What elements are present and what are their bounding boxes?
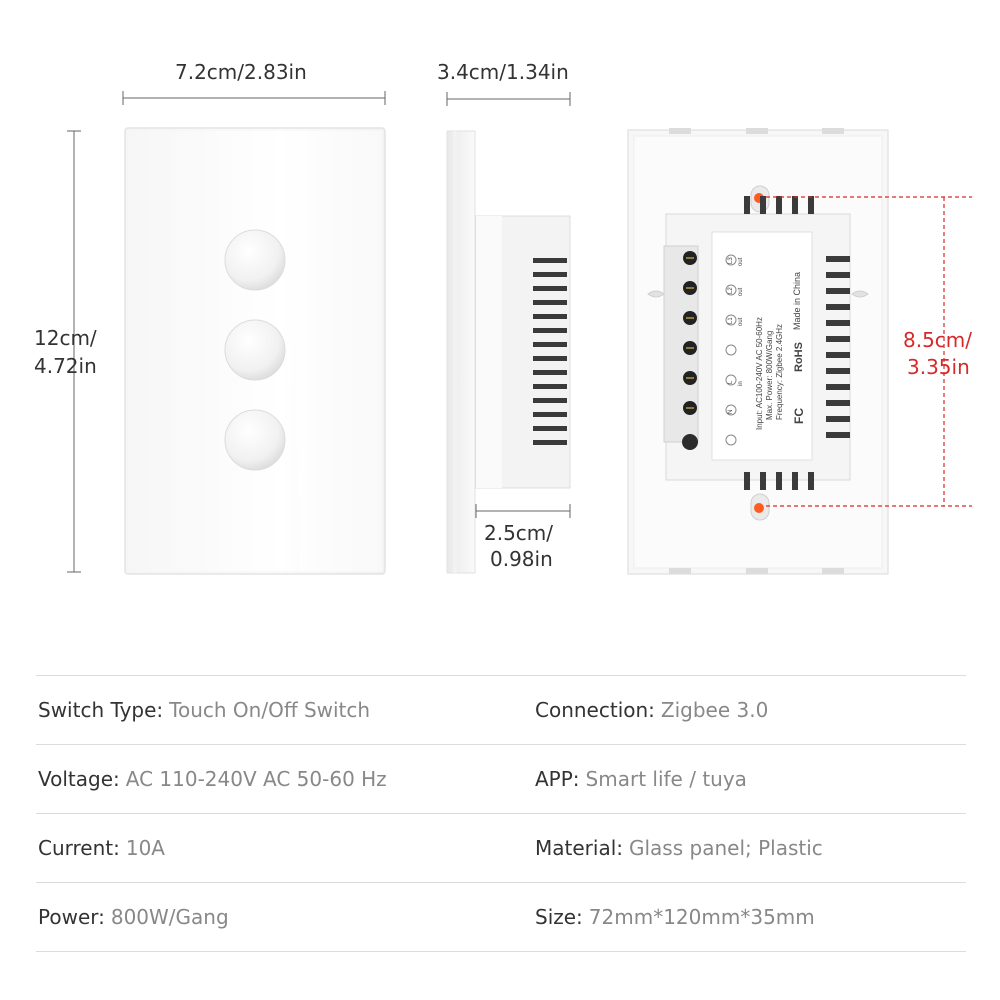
- back-label-fc: FC: [792, 408, 806, 424]
- back-hole-spacing-label-in: 3.35in: [907, 355, 970, 379]
- back-hole-spacing-label-cm: 8.5cm/: [903, 328, 973, 352]
- terminal-code-l1: L1: [728, 317, 734, 324]
- side-vent-slots: [533, 258, 567, 445]
- spec-value-app: Smart life / tuya: [585, 767, 747, 791]
- terminal-label-out-2: out: [738, 287, 744, 296]
- spec-value-switch-type: Touch On/Off Switch: [169, 698, 371, 722]
- spec-value-connection: Zigbee 3.0: [660, 698, 769, 722]
- spec-cell: Voltage: AC 110-240V AC 50-60 Hz: [38, 745, 387, 813]
- spec-value-current: 10A: [125, 836, 165, 860]
- spec-value-size: 72mm*120mm*35mm: [588, 905, 815, 929]
- spec-cell: Size: 72mm*120mm*35mm: [535, 883, 815, 951]
- side-body-label-in: 0.98in: [490, 547, 553, 571]
- back-label-made-in: Made in China: [792, 271, 802, 330]
- screw-hole-bottom-marker: [754, 503, 764, 513]
- spec-cell: Switch Type: Touch On/Off Switch: [38, 676, 370, 744]
- terminal-code-n: N: [728, 409, 734, 414]
- back-view: [627, 128, 889, 575]
- back-label-input: Input: AC100-240V AC 50-60Hz: [755, 317, 764, 430]
- side-depth-dimension-line: [446, 92, 571, 106]
- spec-row: Voltage: AC 110-240V AC 50-60 Hz APP: Sm…: [36, 744, 966, 813]
- spec-cell: APP: Smart life / tuya: [535, 745, 747, 813]
- back-label-power: Max. Power: 800W/Gang: [765, 330, 774, 420]
- spec-cell: Material: Glass panel; Plastic: [535, 814, 823, 882]
- spec-cell: Connection: Zigbee 3.0: [535, 676, 768, 744]
- terminal-label-in: in: [738, 381, 744, 386]
- terminal-label-out-1: out: [738, 257, 744, 266]
- spec-value-power: 800W/Gang: [110, 905, 229, 929]
- terminal-code-l: L: [728, 380, 734, 384]
- spec-cell: Current: 10A: [38, 814, 165, 882]
- spec-key-material: Material:: [535, 836, 623, 860]
- front-width-dimension-line: [122, 91, 386, 105]
- side-body-dimension-line: [475, 504, 571, 518]
- back-hole-spacing-dimension-line: [766, 196, 972, 507]
- touch-button-2: [224, 319, 286, 381]
- side-body-label-cm: 2.5cm/: [484, 521, 554, 545]
- spec-key-power: Power:: [38, 905, 105, 929]
- spec-row: Current: 10A Material: Glass panel; Plas…: [36, 813, 966, 882]
- spec-row: Power: 800W/Gang Size: 72mm*120mm*35mm: [36, 882, 966, 952]
- spec-key-voltage: Voltage:: [38, 767, 120, 791]
- front-height-label-in: 4.72in: [34, 354, 97, 378]
- touch-button-3: [224, 409, 286, 471]
- spec-value-material: Glass panel; Plastic: [629, 836, 823, 860]
- terminal-code-l3: L3: [728, 257, 734, 264]
- spec-row: Switch Type: Touch On/Off Switch Connect…: [36, 675, 966, 744]
- touch-button-1: [224, 229, 286, 291]
- product-diagram: [67, 91, 972, 575]
- front-width-label: 7.2cm/2.83in: [175, 60, 307, 84]
- terminal-code-l2: L2: [728, 287, 734, 294]
- front-height-dimension-line: [67, 130, 81, 573]
- side-view: [446, 130, 571, 574]
- front-height-label-cm: 12cm/: [34, 326, 97, 350]
- spec-key-current: Current:: [38, 836, 120, 860]
- spec-key-size: Size:: [535, 905, 583, 929]
- spec-cell: Power: 800W/Gang: [38, 883, 229, 951]
- back-label-frequency: Frequency: Zigbee 2.4GHz: [775, 323, 784, 420]
- spec-key-switch-type: Switch Type:: [38, 698, 164, 722]
- spec-value-voltage: AC 110-240V AC 50-60 Hz: [125, 767, 387, 791]
- spec-key-connection: Connection:: [535, 698, 655, 722]
- side-depth-label: 3.4cm/1.34in: [437, 60, 569, 84]
- back-label-rohs: RoHS: [793, 342, 805, 372]
- spec-table: Switch Type: Touch On/Off Switch Connect…: [36, 675, 966, 952]
- spec-key-app: APP:: [535, 767, 580, 791]
- terminal-screws: [663, 245, 699, 450]
- terminal-label-out-3: out: [738, 317, 744, 326]
